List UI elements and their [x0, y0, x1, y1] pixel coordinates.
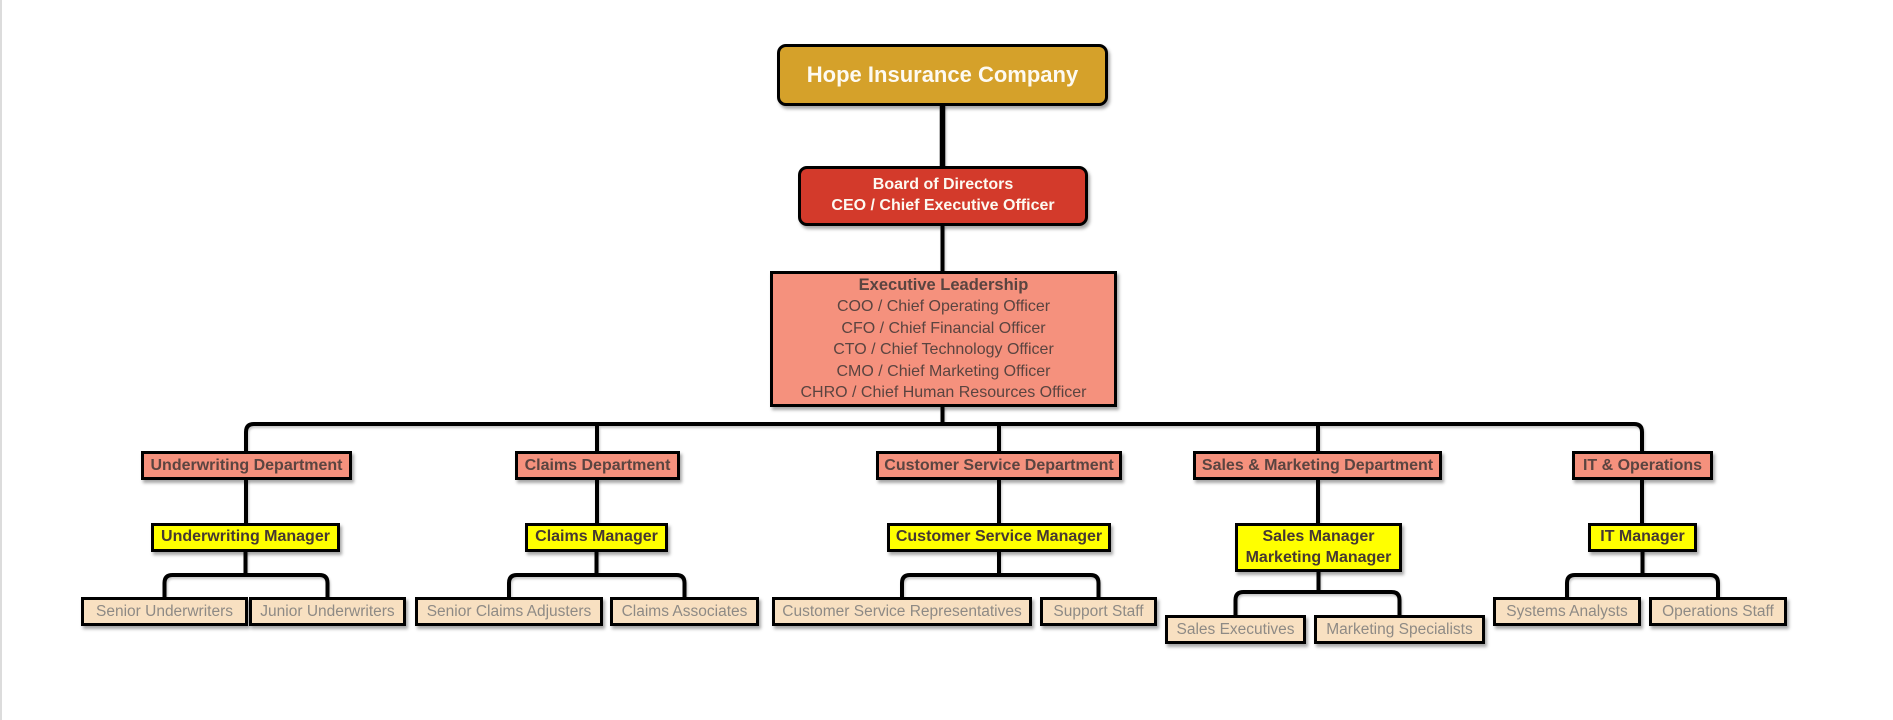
manager-node-claims: Claims Manager: [525, 523, 668, 552]
leadership-node: Executive Leadership COO / Chief Operati…: [770, 271, 1117, 407]
manager-node-customer-service: Customer Service Manager: [887, 523, 1111, 552]
team-node-sales-executives: Sales Executives: [1165, 615, 1306, 644]
team-node-senior-claims-adjusters: Senior Claims Adjusters: [415, 597, 603, 626]
department-label: IT & Operations: [1582, 456, 1703, 474]
team-node-operations-staff: Operations Staff: [1649, 597, 1787, 626]
department-node-underwriting: Underwriting Department: [141, 451, 352, 480]
manager-label: Claims Manager: [535, 528, 658, 546]
team-node-junior-underwriters: Junior Underwriters: [249, 597, 406, 626]
department-node-sales-marketing: Sales & Marketing Department: [1193, 451, 1442, 480]
manager-label: Underwriting Manager: [161, 528, 330, 546]
leadership-title: Executive Leadership: [858, 275, 1029, 294]
leadership-member: CTO / Chief Technology Officer: [833, 341, 1054, 358]
department-label: Customer Service Department: [884, 456, 1114, 474]
team-label: Support Staff: [1053, 602, 1144, 620]
team-label: Marketing Specialists: [1326, 620, 1473, 638]
manager-label: IT Manager: [1600, 528, 1685, 546]
leadership-member: CHRO / Chief Human Resources Officer: [800, 384, 1087, 401]
leadership-member: CMO / Chief Marketing Officer: [836, 362, 1051, 380]
team-label: Systems Analysts: [1506, 602, 1628, 620]
team-node-claims-associates: Claims Associates: [610, 597, 759, 626]
team-node-senior-underwriters: Senior Underwriters: [81, 597, 248, 626]
manager-label: Marketing Manager: [1245, 548, 1392, 566]
left-edge-divider: [0, 0, 2, 720]
team-label: Sales Executives: [1176, 620, 1295, 638]
manager-node-sales-marketing: Sales Manager Marketing Manager: [1235, 523, 1402, 572]
department-label: Underwriting Department: [150, 456, 343, 474]
team-label: Junior Underwriters: [260, 602, 395, 620]
team-node-systems-analysts: Systems Analysts: [1493, 597, 1641, 626]
department-node-customer-service: Customer Service Department: [876, 451, 1122, 480]
department-node-it-operations: IT & Operations: [1572, 451, 1713, 480]
board-line1: Board of Directors: [872, 176, 1014, 194]
team-label: Senior Claims Adjusters: [426, 602, 592, 620]
leadership-member: CFO / Chief Financial Officer: [841, 319, 1046, 337]
board-line2: CEO / Chief Executive Officer: [831, 197, 1055, 214]
board-node: Board of Directors CEO / Chief Executive…: [798, 166, 1088, 226]
team-label: Operations Staff: [1662, 602, 1774, 620]
team-node-marketing-specialists: Marketing Specialists: [1314, 615, 1485, 644]
team-label: Claims Associates: [621, 602, 748, 620]
department-label: Claims Department: [524, 456, 671, 474]
team-label: Senior Underwriters: [96, 602, 233, 620]
leadership-member: COO / Chief Operating Officer: [836, 298, 1051, 315]
company-name: Hope Insurance Company: [806, 62, 1079, 87]
team-node-support-staff: Support Staff: [1040, 597, 1157, 626]
department-node-claims: Claims Department: [515, 451, 680, 480]
manager-node-underwriting: Underwriting Manager: [151, 523, 340, 552]
company-node: Hope Insurance Company: [777, 44, 1108, 106]
team-label: Customer Service Representatives: [782, 602, 1022, 620]
team-node-customer-service-representatives: Customer Service Representatives: [772, 597, 1032, 626]
manager-label: Sales Manager: [1262, 527, 1375, 545]
manager-node-it: IT Manager: [1588, 523, 1697, 552]
manager-label: Customer Service Manager: [895, 528, 1103, 546]
department-label: Sales & Marketing Department: [1201, 456, 1434, 474]
